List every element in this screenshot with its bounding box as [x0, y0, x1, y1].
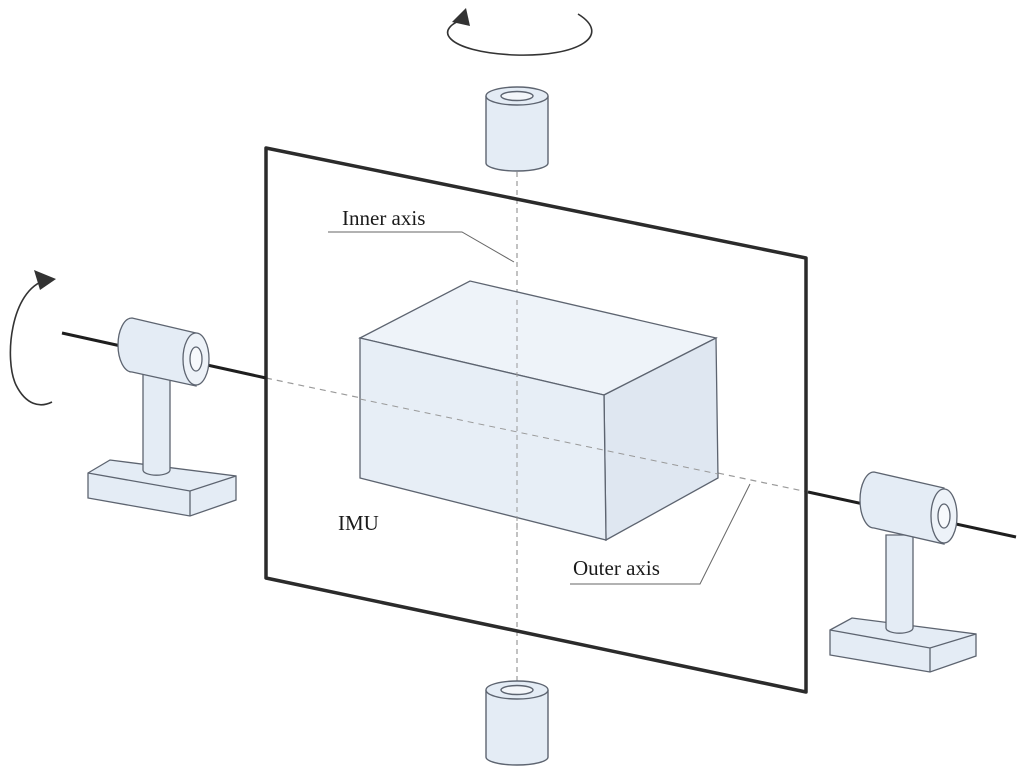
outer-rotation-arrow-icon: [9, 270, 56, 406]
imu-box: [358, 280, 719, 542]
outer-frame: [264, 146, 808, 694]
right-support: [829, 471, 977, 673]
inner-axis-label: Inner axis: [342, 206, 425, 230]
inner-rotation-arrow-icon: [446, 8, 593, 56]
bottom-bearing: [485, 680, 549, 766]
imu-label: IMU: [338, 511, 379, 535]
outer-axis-label: Outer axis: [573, 556, 660, 580]
left-support: [87, 317, 237, 517]
outer-axis-leader: [570, 483, 751, 585]
top-bearing: [485, 86, 549, 172]
inner-axis-leader: [328, 231, 515, 263]
